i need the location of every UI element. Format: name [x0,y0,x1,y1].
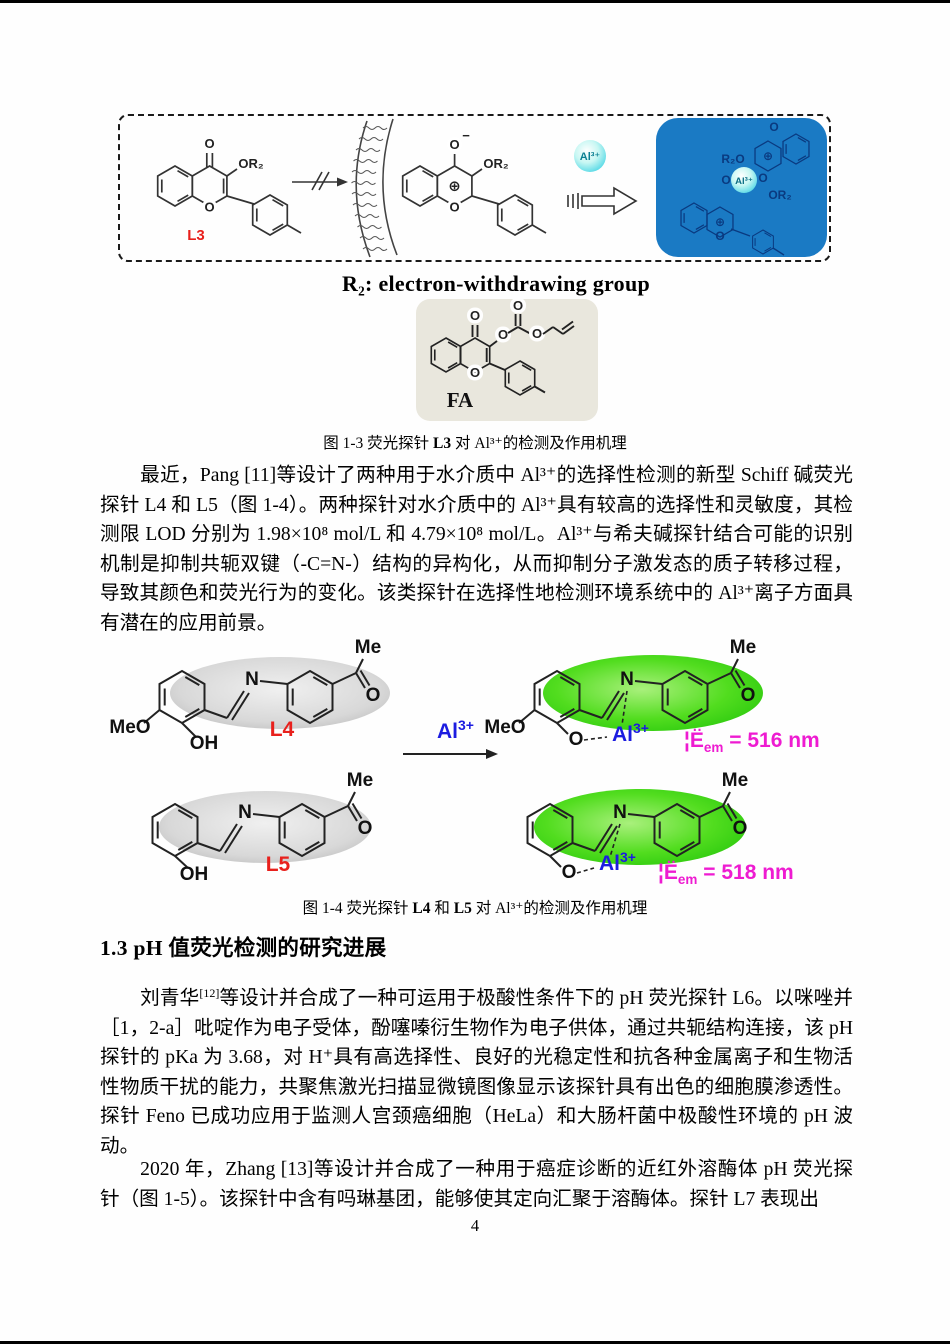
figure-1-3-caption: 图 1-3 荧光探针 L3 对 Al³⁺的检测及作用机理 [323,435,627,452]
svg-text:O: O [450,200,460,215]
l5-structure: OH N Me O L5 [151,770,373,885]
al-complex-structures: ⊕ O R₂O Al³⁺ O O OR₂ ⊕ O [680,120,810,256]
fa-label: FA [447,388,474,412]
svg-text:OR₂: OR₂ [768,188,791,202]
svg-text:O: O [715,229,724,243]
emission-516-label: ¦Ëem = 516 nm [684,729,820,755]
l3-label: L3 [187,227,205,244]
svg-text:O: O [205,136,215,151]
svg-text:⊕: ⊕ [763,149,773,163]
fig14-scheme-drawing: MeO OH N Me O L4 Al3+ [109,637,819,887]
r2-definition-note: R₂: electron-withdrawing group [341,271,651,296]
green-highlight-ellipse-l4 [543,655,763,731]
l4-complex-structure: MeO O N Me O Al3+ ¦Ëem = 516 nm [484,637,819,755]
svg-text:O: O [562,862,577,883]
emission-518-label: ¦Ëem = 518 nm [658,861,794,887]
svg-text:O: O [741,685,756,706]
svg-text:O: O [450,137,460,152]
reaction-block-arrow [567,186,638,216]
svg-text:O: O [721,173,730,187]
svg-text:O: O [470,365,480,380]
svg-text:Al³⁺: Al³⁺ [735,176,753,187]
svg-text:O: O [532,326,542,341]
blocked-arrow-icon [292,171,348,191]
paragraph-liu-probe: 刘青华[12]等设计并合成了一种可运用于极酸性条件下的 pH 荧光探针 L6。以… [100,986,853,1157]
svg-text:MeO: MeO [484,717,525,738]
svg-text:N: N [613,802,627,823]
al-ion-sphere: Al³⁺ [574,140,606,172]
svg-text:OH: OH [180,864,209,885]
gray-highlight-ellipse-l4 [170,657,390,729]
section-heading-1-3: 1.3 pH 值荧光检测的研究进展 [100,936,387,960]
page-top-edge [0,0,950,3]
svg-text:N: N [238,802,252,823]
fa-structure-drawing: O O O O O FA [430,299,575,412]
page-bottom-edge [0,1341,950,1344]
svg-text:O: O [358,818,373,839]
svg-text:O: O [205,200,215,215]
svg-text:O: O [733,818,748,839]
svg-text:O: O [470,308,480,323]
l4-structure: MeO OH N Me O L4 [109,637,381,754]
svg-text:O: O [498,327,508,342]
l5-complex-structure: O N Me O Al3+ ¦Ëem = 518 nm [526,770,794,887]
figure-1-3-mechanism-box: O OR₂ O L3 [118,114,831,262]
svg-text:N: N [245,669,259,690]
svg-text:−: − [462,128,470,143]
al-reaction-arrow: Al3+ [403,717,498,759]
svg-text:Me: Me [722,770,748,791]
membrane-drawing [350,118,398,258]
gray-highlight-ellipse-l5 [159,791,371,863]
svg-text:R₂O: R₂O [721,152,744,166]
green-highlight-ellipse-l5 [534,789,746,865]
svg-text:MeO: MeO [109,717,150,738]
complex-al-sphere [731,167,757,193]
svg-text:Me: Me [347,770,373,791]
svg-text:O: O [513,299,523,313]
svg-text:O: O [769,120,778,134]
figure-1-4-scheme: MeO OH N Me O L4 Al3+ [100,637,880,899]
figure-1-4-caption: 图 1-4 荧光探针 L4 和 L5 对 Al³⁺的检测及作用机理 [302,900,648,917]
svg-text:N: N [620,669,634,690]
citation-12: [12] [199,986,220,1000]
svg-text:O: O [366,685,381,706]
fa-structure-panel: O O O O O FA [416,299,598,421]
l4-label: L4 [270,718,295,741]
svg-text:OH: OH [190,733,219,754]
l3-structure: O OR₂ O L3 [156,136,302,244]
svg-text:⊕: ⊕ [715,215,725,229]
svg-text:OR₂: OR₂ [483,156,509,171]
paragraph-pang-probes: 最近，Pang [11]等设计了两种用于水介质中 Al³⁺的选择性检测的新型 S… [100,465,853,634]
svg-text:⊕: ⊕ [448,178,461,195]
fig13-scheme-drawing: O OR₂ O L3 [156,118,827,258]
al-ion-label: Al3+ [437,717,474,743]
svg-text:OR₂: OR₂ [238,156,264,171]
page-number: 4 [470,1216,480,1235]
l3-cation-structure: O − ⊕ OR₂ O [401,128,547,236]
l5-label: L5 [266,853,291,876]
l5-complex-al-label: Al3+ [599,849,636,875]
paragraph-zhang-probe: 2020 年，Zhang [13]等设计并合成了一种用于癌症诊断的近红外溶酶体 … [100,1159,853,1210]
l4-complex-al-label: Al3+ [612,720,649,746]
svg-text:Me: Me [730,637,756,658]
svg-text:O: O [569,729,584,750]
svg-text:Me: Me [355,637,381,658]
svg-text:O: O [758,171,767,185]
fa-structure: O O O O O FA [430,299,575,412]
svg-text:Al³⁺: Al³⁺ [580,151,601,163]
